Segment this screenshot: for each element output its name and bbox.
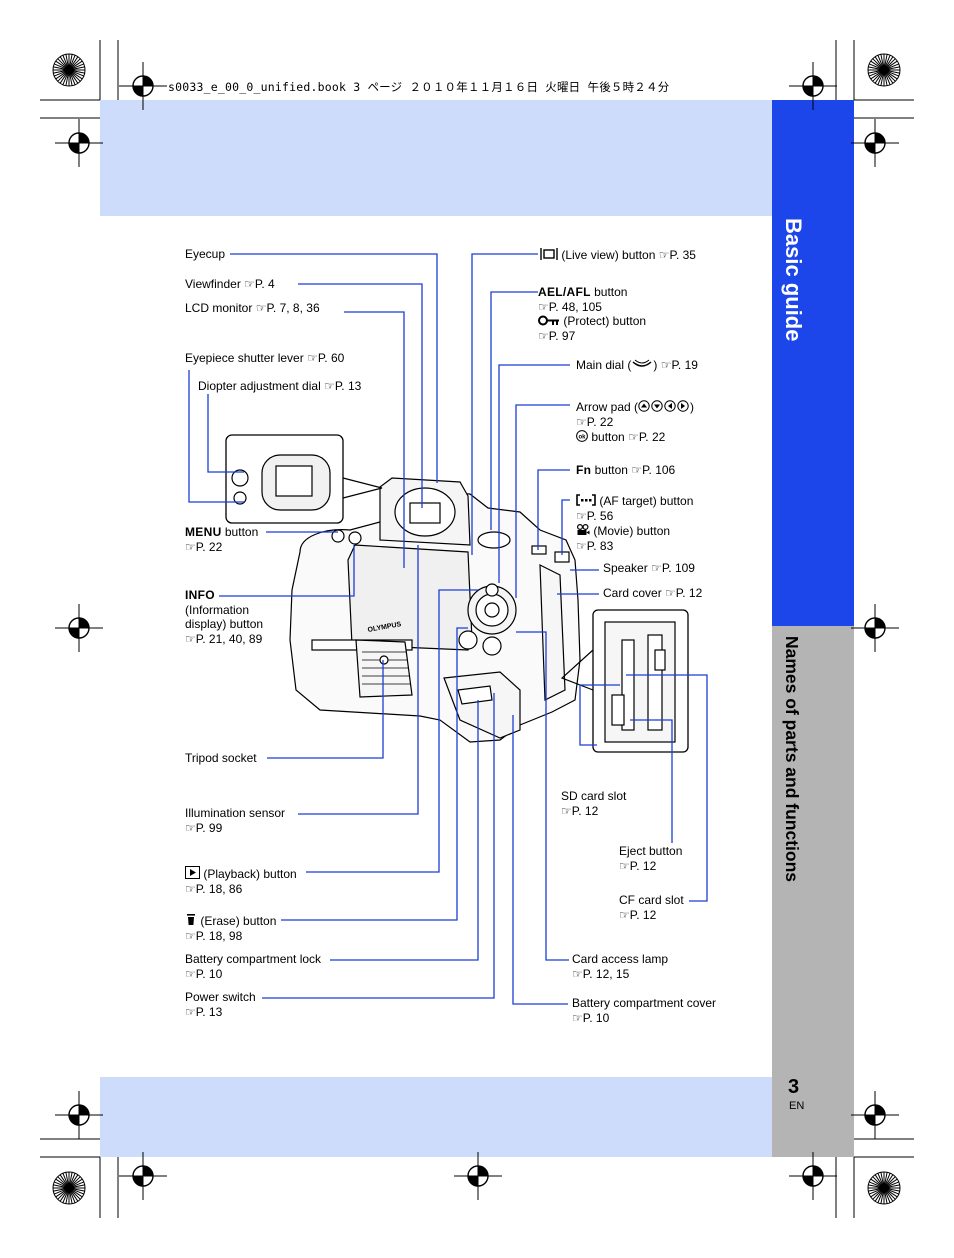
dial-icon (631, 359, 653, 370)
reference-hand-icon: ☞ (651, 561, 662, 575)
label-eject-button: Eject button ☞P. 12 (619, 844, 683, 873)
reference-hand-icon: ☞ (658, 248, 670, 262)
ref-link-aftarget[interactable]: P. 56 (586, 508, 614, 523)
reference-hand-icon: ☞ (660, 358, 672, 372)
live-view-icon (540, 248, 558, 260)
reference-hand-icon: ☞ (244, 277, 255, 291)
label-illumination-sensor: Illumination sensor ☞P. 99 (185, 806, 286, 835)
ref-link-arrow[interactable]: P. 22 (586, 414, 614, 429)
reference-hand-icon: ☞ (538, 328, 549, 343)
ref-link-menu[interactable]: P. 22 (195, 539, 223, 554)
ref-link-liveview[interactable]: P. 35 (669, 248, 696, 262)
ref-link-illum[interactable]: P. 99 (195, 820, 223, 835)
label-tripod-socket: Tripod socket (185, 751, 257, 765)
ref-link-speaker[interactable]: P. 109 (661, 561, 695, 575)
label-speaker: Speaker ☞P. 109 (603, 561, 695, 575)
label-lcd-monitor: LCD monitor ☞P. 7, 8, 36 (185, 301, 320, 315)
reference-hand-icon: ☞ (185, 539, 196, 554)
playback-icon (185, 866, 200, 879)
ref-link-ael[interactable]: P. 48, 105 (548, 299, 602, 314)
reference-hand-icon: ☞ (631, 463, 643, 477)
ref-link-info[interactable]: P. 21, 40, 89 (195, 631, 263, 646)
sidebar-chapter-tab (772, 626, 854, 1157)
arrow-pad-icon (638, 400, 690, 412)
sidebar-section-tab (772, 100, 854, 626)
ref-link-access[interactable]: P. 12, 15 (582, 966, 630, 981)
reference-hand-icon: ☞ (619, 907, 630, 922)
ref-link-eyepiece[interactable]: P. 60 (317, 351, 345, 365)
label-arrow-pad: Arrow pad ( ) ☞P. 22 ok button ☞P. 22 (576, 400, 695, 444)
reference-hand-icon: ☞ (665, 586, 676, 600)
label-eyecup: Eyecup (185, 247, 226, 261)
top-band (100, 100, 772, 216)
ref-link-battlock[interactable]: P. 10 (195, 966, 223, 981)
reference-hand-icon: ☞ (307, 351, 318, 365)
label-info-button: INFO (Information display) button ☞P. 21… (185, 588, 264, 646)
reference-hand-icon: ☞ (324, 379, 335, 393)
label-eyepiece-shutter: Eyepiece shutter lever ☞P. 60 (185, 351, 345, 365)
af-target-icon (576, 494, 596, 506)
reference-hand-icon: ☞ (572, 966, 583, 981)
label-viewfinder: Viewfinder ☞P. 4 (185, 277, 275, 291)
page-language: EN (789, 1100, 805, 1112)
reference-hand-icon: ☞ (538, 299, 549, 314)
label-card-cover: Card cover ☞P. 12 (603, 586, 703, 600)
ref-link-lcd[interactable]: P. 7, 8, 36 (266, 301, 320, 315)
reference-hand-icon: ☞ (185, 1004, 196, 1019)
ref-link-maindial[interactable]: P. 19 (671, 358, 698, 372)
ok-icon: ok (576, 430, 588, 442)
print-header: s0033_e_00_0_unified.book 3 ページ ２０１０年１１月… (168, 80, 670, 94)
ref-link-diopter[interactable]: P. 13 (334, 379, 362, 393)
reference-hand-icon: ☞ (572, 1010, 583, 1025)
label-fn-button: Fn button ☞P. 106 (576, 463, 676, 477)
reference-hand-icon: ☞ (255, 301, 267, 315)
reference-hand-icon: ☞ (185, 928, 196, 943)
label-ael-afl-button: AEL/AFL button ☞P. 48, 105 (Protect) but… (538, 285, 647, 343)
label-menu-button: MENU button ☞P. 22 (185, 525, 259, 554)
label-battery-cover: Battery compartment cover ☞P. 10 (572, 996, 717, 1025)
bottom-band (100, 1077, 772, 1157)
label-live-view-button: (Live view) button ☞P. 35 (540, 247, 696, 263)
reference-hand-icon: ☞ (185, 966, 196, 981)
label-sd-card-slot: SD card slot ☞P. 12 (561, 789, 627, 818)
ref-link-sdslot[interactable]: P. 12 (571, 803, 599, 818)
ref-link-playback[interactable]: P. 18, 86 (195, 881, 243, 896)
ref-link-cardcover[interactable]: P. 12 (675, 586, 703, 600)
label-af-target-button: (AF target) button ☞P. 56 (Movie) button… (576, 494, 694, 553)
ref-link-cfslot[interactable]: P. 12 (629, 907, 657, 922)
key-icon (538, 315, 560, 326)
page-number: 3 (788, 1076, 800, 1098)
reference-hand-icon: ☞ (576, 538, 587, 553)
label-diopter-dial: Diopter adjustment dial ☞P. 13 (198, 379, 362, 393)
reference-hand-icon: ☞ (185, 820, 196, 835)
reference-hand-icon: ☞ (576, 508, 587, 523)
reference-hand-icon: ☞ (576, 414, 587, 429)
reference-hand-icon: ☞ (185, 631, 196, 646)
movie-icon (576, 524, 590, 536)
ref-link-power[interactable]: P. 13 (195, 1004, 223, 1019)
reference-hand-icon: ☞ (619, 858, 630, 873)
reference-hand-icon: ☞ (185, 881, 196, 896)
reference-hand-icon: ☞ (561, 803, 572, 818)
ref-link-fn[interactable]: P. 106 (642, 463, 676, 477)
ref-link-erase[interactable]: P. 18, 98 (195, 928, 243, 943)
ref-link-movie[interactable]: P. 83 (586, 538, 614, 553)
ref-link-protect[interactable]: P. 97 (548, 328, 576, 343)
label-playback-button: (Playback) button ☞P. 18, 86 (185, 866, 297, 896)
label-card-access-lamp: Card access lamp ☞P. 12, 15 (572, 952, 669, 981)
trash-icon (185, 913, 197, 926)
ref-link-viewfinder[interactable]: P. 4 (254, 277, 275, 291)
label-power-switch: Power switch ☞P. 13 (185, 990, 256, 1019)
label-erase-button: (Erase) button ☞P. 18, 98 (185, 913, 277, 943)
reference-hand-icon: ☞ (628, 430, 639, 444)
ref-link-ok[interactable]: P. 22 (638, 430, 666, 444)
svg-text:ok: ok (578, 434, 586, 440)
label-battery-lock: Battery compartment lock ☞P. 10 (185, 952, 322, 981)
label-cf-card-slot: CF card slot ☞P. 12 (619, 893, 684, 922)
ref-link-eject[interactable]: P. 12 (629, 858, 657, 873)
label-main-dial: Main dial ( ) ☞P. 19 (576, 358, 698, 372)
ref-link-battcover[interactable]: P. 10 (582, 1010, 610, 1025)
